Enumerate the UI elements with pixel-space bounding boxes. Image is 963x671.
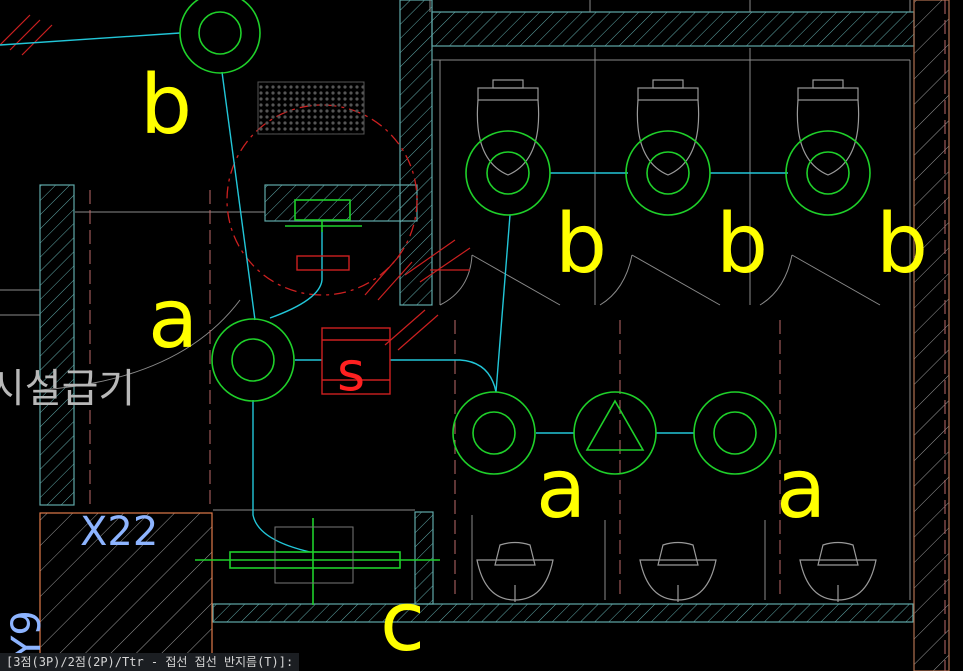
fixture-lower-3 bbox=[693, 391, 777, 475]
fixture-symbols bbox=[179, 0, 871, 605]
command-prompt: [3점(3P)/2점(2P)/Ttr - 접선 접선 반지름(T)]: bbox=[6, 655, 294, 669]
label-b-2: b bbox=[716, 197, 768, 292]
floor-drain-grille bbox=[257, 81, 365, 135]
grid-marker-box bbox=[39, 512, 213, 671]
duct-box bbox=[274, 526, 354, 584]
command-line[interactable]: [3점(3P)/2점(2P)/Ttr - 접선 접선 반지름(T)]: bbox=[0, 653, 300, 671]
grid-label-y: Y9 bbox=[4, 610, 50, 661]
label-b-top: b bbox=[140, 58, 192, 153]
label-a-mid: a bbox=[536, 442, 586, 537]
fixture-toilet-2 bbox=[625, 130, 711, 216]
label-b-3: b bbox=[876, 197, 928, 292]
fixture-toilet-1 bbox=[465, 130, 551, 216]
walls bbox=[39, 0, 950, 671]
label-b-1: b bbox=[555, 197, 607, 292]
center-lines bbox=[89, 0, 946, 671]
label-a-left: a bbox=[148, 272, 198, 367]
urinal-fixtures bbox=[476, 541, 877, 602]
red-hatch-marks bbox=[0, 14, 471, 351]
fixture-lower-1 bbox=[452, 391, 536, 475]
room-outlines bbox=[0, 0, 911, 600]
fixture-left bbox=[211, 318, 295, 402]
fixture-labels: b a b b b a a c bbox=[140, 58, 928, 670]
label-s: s bbox=[337, 340, 365, 403]
fixture-top-left bbox=[179, 0, 261, 74]
room-name-korean: 시설급기 bbox=[0, 366, 135, 412]
grid-label-x: X22 bbox=[80, 509, 158, 555]
fixture-toilet-3 bbox=[785, 130, 871, 216]
fixture-triangle bbox=[573, 391, 657, 475]
label-a-right: a bbox=[776, 442, 826, 537]
red-boxes bbox=[296, 255, 391, 395]
toilet-fixtures bbox=[476, 79, 860, 176]
piping-lines bbox=[0, 32, 788, 553]
label-c: c bbox=[380, 575, 425, 670]
red-dashed-circle bbox=[226, 104, 418, 296]
